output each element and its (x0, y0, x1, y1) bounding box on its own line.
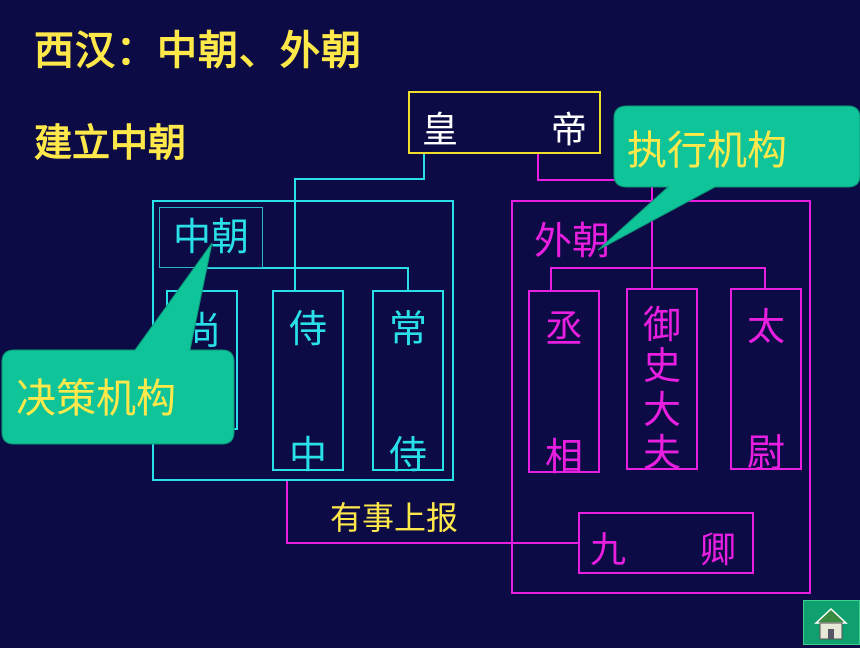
report-label: 有事上报 (330, 499, 459, 537)
emperor-char-left: 皇 (422, 110, 459, 151)
decision-callout-shape (1, 242, 235, 445)
nine-char-right: 卿 (699, 530, 736, 571)
office-char: 中 (288, 433, 327, 477)
report-line (286, 481, 578, 544)
home-icon (814, 607, 848, 640)
office-char: 大 (642, 388, 681, 432)
nine-char-left: 九 (590, 530, 627, 571)
office-char: 侍 (388, 433, 427, 477)
office-char: 史 (642, 344, 681, 388)
office-chengxiang: 丞 相 (528, 290, 600, 479)
page-subtitle: 建立中朝 (34, 121, 187, 165)
office-shizhong: 侍 中 (272, 290, 344, 477)
office-char: 常 (388, 307, 427, 351)
inner-branch-line (195, 267, 409, 290)
decision-callout-text: 决策机构 (16, 376, 176, 422)
execution-callout-text: 执行机构 (627, 128, 787, 174)
inner-court-label: 中朝 (159, 207, 263, 268)
nine-ministers-box: 九 卿 (578, 512, 754, 574)
office-char: 相 (544, 435, 583, 479)
office-char: 太 (746, 305, 785, 349)
home-button[interactable] (803, 600, 860, 645)
emperor-to-outer-line (537, 154, 653, 268)
emperor-box: 皇 帝 (408, 91, 601, 154)
office-changshi: 常 侍 (372, 290, 444, 477)
office-char: 夫 (642, 431, 681, 475)
emperor-to-inner-line (294, 154, 425, 290)
page-title: 西汉：中朝、外朝 (34, 28, 362, 74)
emperor-char-right: 帝 (550, 110, 587, 151)
outer-court-label: 外朝 (534, 219, 611, 263)
office-char: 御 (642, 303, 681, 347)
office-char: 尉 (746, 431, 785, 475)
office-char: 侍 (288, 307, 327, 351)
office-char: 丞 (544, 307, 583, 351)
execution-callout-shape (597, 105, 860, 251)
office-yushidafu: 御 史 大 夫 (626, 288, 698, 475)
outer-branch-line (550, 267, 766, 290)
office-taiwei: 太 尉 (730, 288, 802, 475)
